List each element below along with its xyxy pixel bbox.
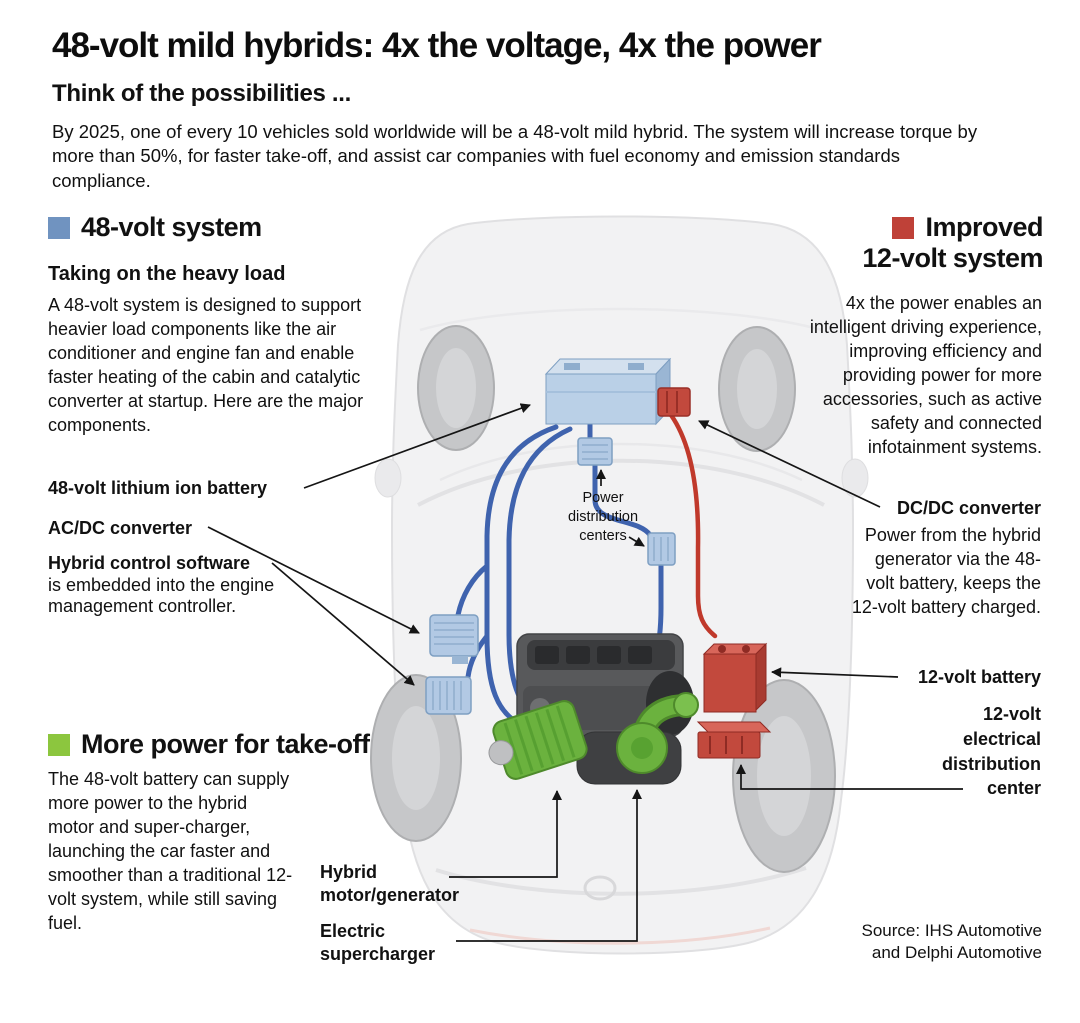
- pdc2-leader-line: [628, 536, 645, 547]
- dcdc-converter-component: [657, 387, 691, 417]
- right-mirror: [841, 458, 869, 498]
- motor-leader-line: [449, 789, 563, 878]
- blue-square-icon: [48, 216, 70, 239]
- battery-leader-line: [303, 403, 531, 489]
- 12v-battery-leader-line: [770, 667, 899, 678]
- hybrid-control-leader-line: [271, 562, 415, 686]
- intro-paragraph: By 2025, one of every 10 vehicles sold w…: [52, 121, 978, 191]
- hybrid-motor-label: Hybrid motor/generator: [320, 862, 460, 906]
- 12v-battery-label: 12-volt battery: [917, 667, 1041, 687]
- left-mirror: [374, 458, 402, 498]
- section-takeoff-header: More power for take-off: [48, 729, 370, 760]
- source-credit: Source: IHS Automotive and Delphi Automo…: [861, 921, 1042, 963]
- battery-label: 48-volt lithium ion battery: [48, 478, 268, 498]
- takeoff-title: More power for take-off: [81, 729, 370, 759]
- heavy-load-subhead: Taking on the heavy load: [48, 263, 286, 285]
- 12v-distribution-component: [696, 721, 772, 759]
- improved-title-line1: Improved: [925, 212, 1043, 242]
- power-distribution-center-2: [647, 532, 676, 566]
- 48v-body-paragraph: A 48-volt system is designed to support …: [48, 295, 364, 435]
- 12v-body-paragraph: 4x the power enables an intelligent driv…: [809, 293, 1042, 457]
- main-title: 48-volt mild hybrids: 4x the voltage, 4x…: [52, 26, 822, 65]
- dcdc-label: DC/DC converter: [896, 498, 1041, 518]
- supercharger-leader-line: [456, 788, 643, 942]
- hybrid-motor-component: [488, 700, 588, 780]
- power-distribution-center-1: [577, 437, 613, 466]
- leader-lines: [207, 403, 963, 942]
- section-48v-header: 48-volt system: [48, 212, 262, 243]
- hybrid-control-body: is embedded into the engine management c…: [48, 574, 275, 616]
- supercharger-label: Electric supercharger: [320, 921, 436, 965]
- badge-icon: [583, 875, 617, 901]
- section-12v-header: Improved 12-volt system: [815, 212, 1043, 274]
- 48v-battery-component: [544, 357, 672, 426]
- supercharger-component: [616, 692, 699, 774]
- section-48v-title: 48-volt system: [81, 212, 262, 242]
- 12v-wiring: [668, 412, 718, 639]
- dcdc-body-paragraph: Power from the hybrid generator via the …: [851, 525, 1041, 617]
- hybrid-control-title: Hybrid control software: [48, 553, 251, 573]
- improved-title-line2: 12-volt system: [862, 243, 1043, 273]
- acdc-leader-line: [207, 526, 420, 634]
- power-distribution-label: Power distribution centers: [567, 490, 639, 544]
- acdc-label: AC/DC converter: [48, 518, 193, 538]
- takeoff-body-paragraph: The 48-volt battery can supply more powe…: [48, 769, 293, 933]
- red-square-icon: [892, 216, 915, 239]
- engine-management-controller-component: [425, 676, 472, 715]
- 12v-distribution-label: 12-volt electrical distribution center: [942, 704, 1041, 799]
- 12v-battery-component: [702, 642, 768, 713]
- dcdc-leader-line: [698, 420, 881, 508]
- acdc-converter-component: [429, 614, 479, 664]
- page-subtitle: Think of the possibilities ...: [52, 80, 352, 107]
- hybrid-control-block: Hybrid control software is embedded into…: [48, 552, 348, 617]
- green-square-icon: [48, 733, 70, 756]
- 12v-distribution-leader-line: [735, 763, 963, 790]
